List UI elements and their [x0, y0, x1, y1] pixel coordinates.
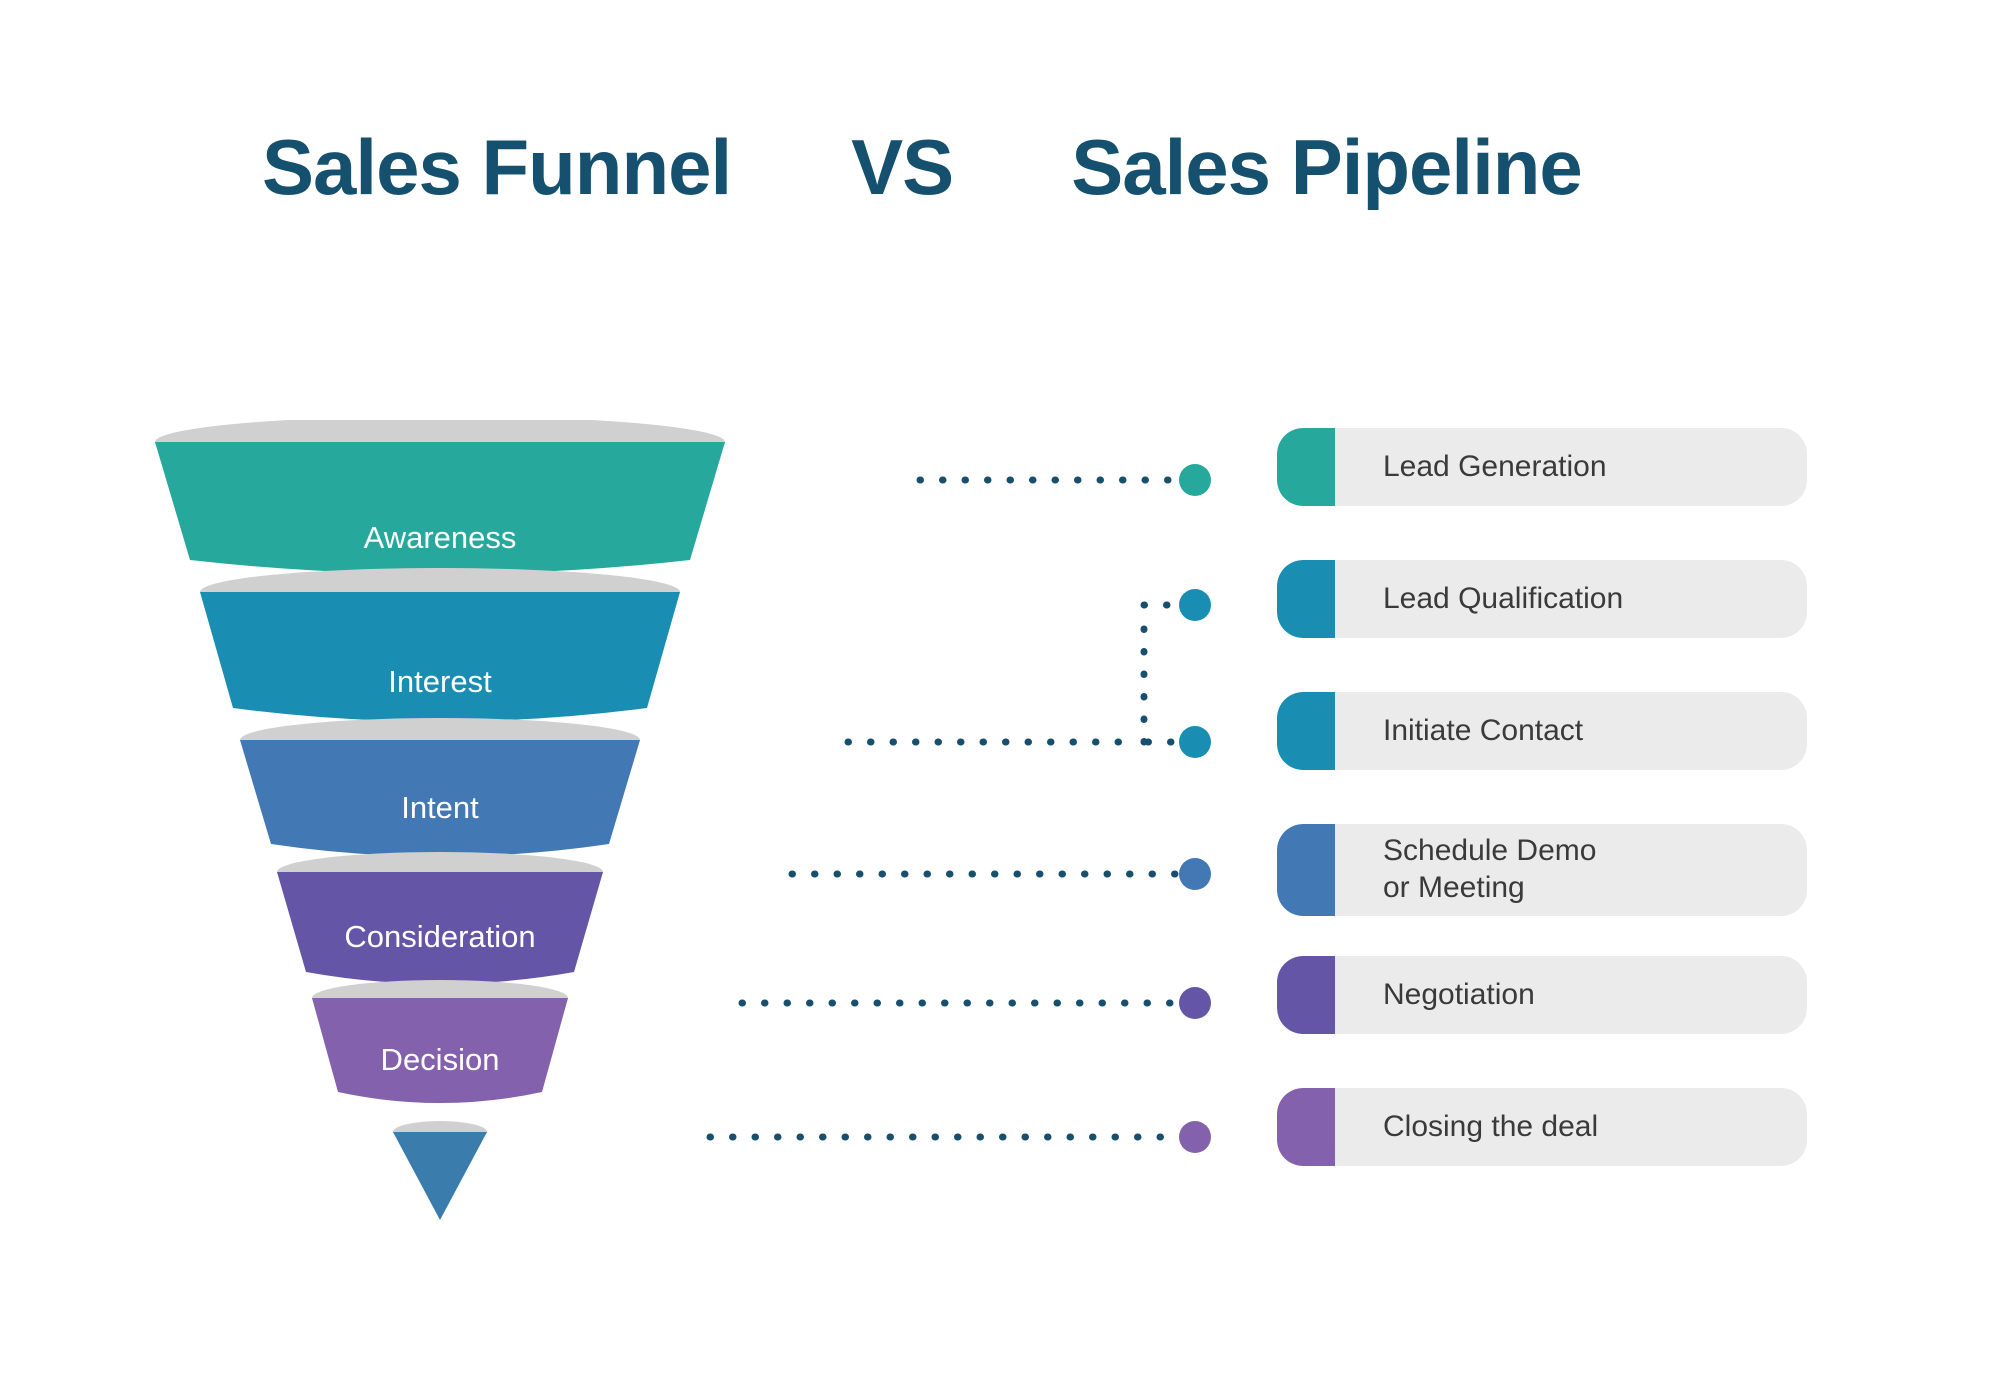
funnel-stage-decision: [312, 980, 568, 1103]
pipeline-item-lead-generation[interactable]: Lead Generation: [1277, 428, 1807, 506]
pipeline-item-schedule-demo[interactable]: Schedule Demo or Meeting: [1277, 824, 1807, 916]
pipeline-item-negotiation[interactable]: Negotiation: [1277, 956, 1807, 1034]
connector-bullet-lead-qualification: [1179, 589, 1211, 621]
page-title: Sales Funnel VS Sales Pipeline: [0, 128, 2000, 206]
pipeline-color-cap-negotiation: [1277, 956, 1335, 1034]
funnel-tip: [393, 1121, 487, 1220]
funnel-stage-consideration: [277, 852, 603, 984]
funnel-stage-intent: [240, 718, 640, 857]
pipeline-color-cap-schedule-demo: [1277, 824, 1335, 916]
pipeline-color-cap-lead-qualification: [1277, 560, 1335, 638]
funnel-tip-cone: [393, 1132, 487, 1220]
connector-bullet-lead-generation: [1179, 464, 1211, 496]
pipeline-label-negotiation: Negotiation: [1383, 977, 1535, 1011]
connector-bullet-initiate-contact: [1179, 726, 1211, 758]
pipeline-item-lead-qualification[interactable]: Lead Qualification: [1277, 560, 1807, 638]
pipeline-color-cap-closing-the-deal: [1277, 1088, 1335, 1166]
pipeline-color-cap-lead-generation: [1277, 428, 1335, 506]
funnel-stage-interest-body: [200, 592, 680, 722]
sales-pipeline-list: Lead Generation Lead Qualification Initi…: [1277, 428, 1807, 1220]
funnel-stage-decision-body: [312, 998, 568, 1103]
title-sales-pipeline: Sales Pipeline: [1071, 123, 1583, 211]
pipeline-label-lead-qualification: Lead Qualification: [1383, 581, 1624, 615]
connector-bullet-closing-the-deal: [1179, 1121, 1211, 1153]
pipeline-item-closing-the-deal[interactable]: Closing the deal: [1277, 1088, 1807, 1166]
title-vs: VS: [851, 123, 954, 211]
pipeline-label-schedule-demo: Schedule Demo or Meeting: [1383, 834, 1597, 904]
funnel-stage-interest: [200, 568, 680, 722]
funnel-stage-awareness-body: [155, 442, 725, 574]
pipeline-item-initiate-contact[interactable]: Initiate Contact: [1277, 692, 1807, 770]
connector-bullet-schedule-demo: [1179, 858, 1211, 890]
pipeline-color-cap-initiate-contact: [1277, 692, 1335, 770]
funnel-stage-awareness: [155, 420, 725, 574]
sales-funnel-graphic: [155, 420, 725, 1220]
pipeline-label-closing-the-deal: Closing the deal: [1383, 1109, 1599, 1143]
connector-bullet-negotiation: [1179, 987, 1211, 1019]
funnel-stage-consideration-body: [277, 872, 603, 984]
pipeline-label-lead-generation: Lead Generation: [1383, 449, 1607, 483]
title-sales-funnel: Sales Funnel: [262, 123, 732, 211]
funnel-stage-intent-body: [240, 740, 640, 857]
pipeline-label-initiate-contact: Initiate Contact: [1383, 713, 1584, 747]
